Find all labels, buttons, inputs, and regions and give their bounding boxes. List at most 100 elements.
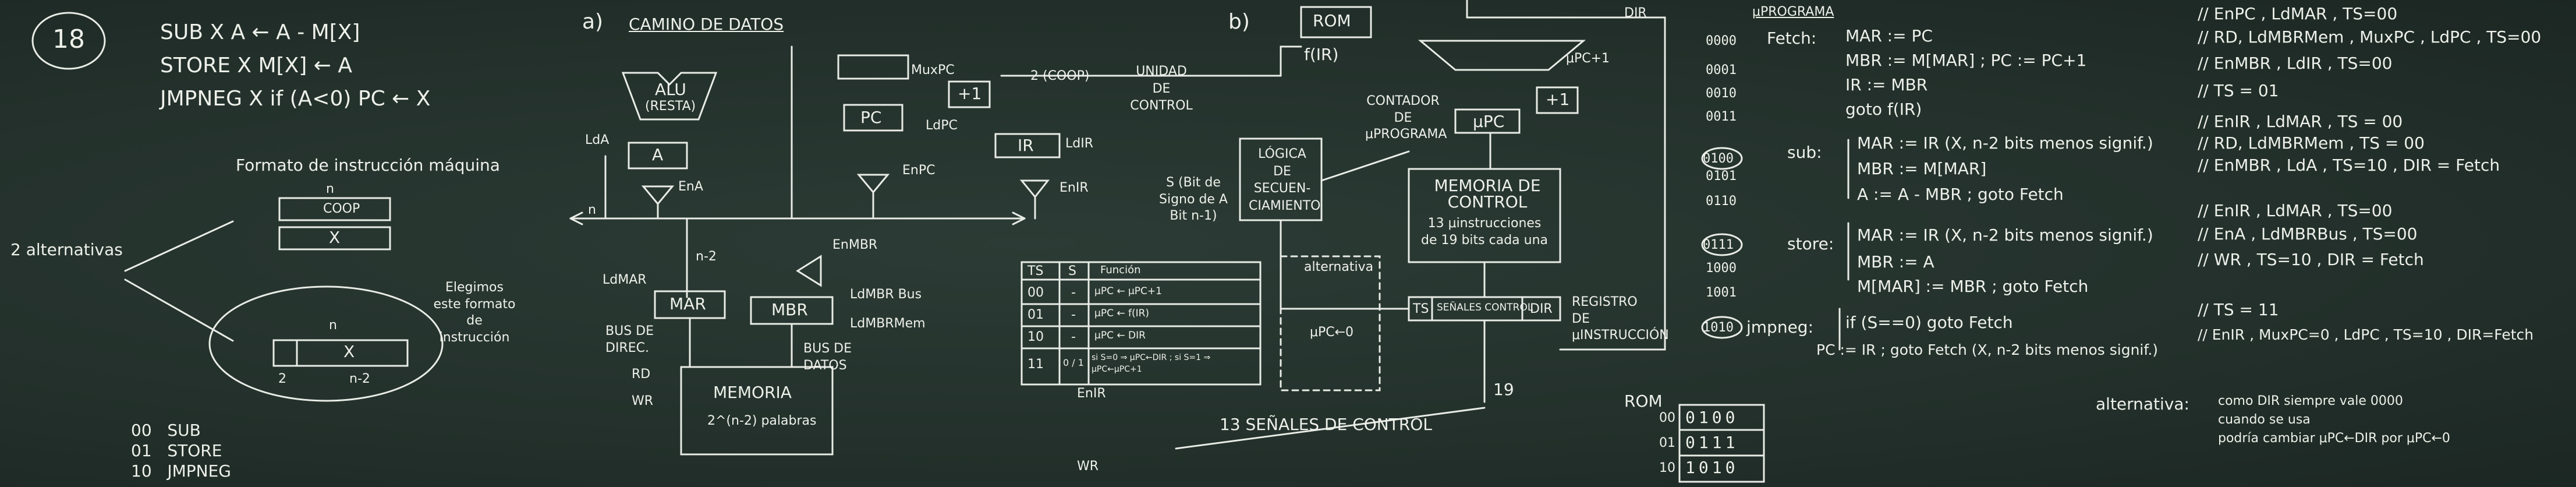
block-jmpneg-label: jmpneg:: [1746, 317, 1814, 337]
adder-pc: [948, 80, 991, 108]
sign-bit-label: S (Bit de Signo de A Bit n-1): [1159, 175, 1228, 224]
rom-addr-2: 10: [1659, 461, 1675, 475]
problem-number: 18: [52, 24, 85, 54]
signal-line-4: // EnIR , LdMAR , TS = 00: [2198, 112, 2403, 131]
sub-line-2: A := A - MBR ; goto Fetch: [1857, 185, 2064, 204]
opcode-2: 10 JMPNEG: [131, 461, 231, 481]
micro-pc: [1454, 108, 1521, 134]
control-memory-label: MEMORIA DE CONTROL: [1434, 176, 1541, 211]
chosen-format-ellipse: [208, 285, 444, 402]
reg-a-label: A: [652, 145, 664, 164]
alternative-arrow-up: [124, 220, 234, 272]
fetch-addr-1: 0001: [1706, 63, 1737, 77]
format-coop-label: COOP: [323, 202, 360, 216]
ts-row-1-s: -: [1071, 308, 1076, 322]
ena-label: EnA: [678, 179, 703, 194]
micro-mux: [1418, 40, 1586, 71]
ts-row-3-s: 0 / 1: [1063, 357, 1084, 368]
fetch-line-2: IR := MBR: [1845, 75, 1928, 94]
alternative-box: [1280, 255, 1381, 391]
fetch-line-3: goto f(IR): [1845, 100, 1922, 119]
micro-pc-plus1-label: μPC+1: [1566, 51, 1610, 66]
memory-block: [680, 366, 834, 456]
bus-n-label: n: [588, 203, 596, 217]
signal-line-2: // EnMBR , LdIR , TS=00: [2198, 54, 2393, 73]
alu-sub-label: (RESTA): [645, 99, 696, 114]
ts-row-0-s: -: [1071, 285, 1076, 300]
signal-line-1: // RD, LdMBRMem , MuxPC , LdPC , TS=00: [2198, 27, 2542, 47]
lda-label: LdA: [585, 133, 610, 147]
ldmar-label: LdMAR: [603, 273, 647, 287]
format-n: n: [326, 182, 334, 196]
format-title: Formato de instrucción máquina: [236, 156, 500, 175]
ts-row-0-ts: 00: [1027, 285, 1044, 300]
adder-label: +1: [958, 84, 982, 103]
control-memory-sub: 13 μinstrucciones de 19 bits cada una: [1420, 216, 1549, 248]
unidad-control-label: UNIDAD DE CONTROL: [1130, 64, 1193, 114]
signal-line-10: // TS = 11: [2198, 300, 2279, 319]
rom-val-1: 0111: [1685, 433, 1739, 452]
chosen-x: X: [343, 342, 355, 361]
ts-row-1-func: μPC ← f(IR): [1094, 308, 1150, 319]
alternative-title: alternativa: [1304, 260, 1374, 274]
bus-dir-label: BUS DE DIREC.: [605, 324, 654, 355]
jmpneg-addr-0: 1010: [1703, 320, 1734, 335]
dir-top-label: DIR: [1624, 6, 1647, 20]
reg-pc: [843, 104, 903, 132]
ldpc-label: LdPC: [926, 118, 958, 133]
footer-line-0: como DIR siempre vale 0000: [2218, 394, 2403, 408]
ts-header-ts: TS: [1027, 264, 1044, 278]
muxpc-label: MuxPC: [911, 63, 955, 77]
footer-line-1: cuando se usa: [2218, 412, 2311, 427]
ts-row-0-func: μPC ← μPC+1: [1094, 285, 1162, 297]
rom-addr-0: 00: [1659, 411, 1675, 425]
format-field-coop: [278, 197, 391, 221]
ldir-label: LdIR: [1065, 136, 1093, 151]
reg-mar-label: MAR: [669, 294, 706, 313]
wr-label: WR: [632, 394, 654, 408]
section-b: b): [1228, 10, 1250, 34]
datapath-title: CAMINO DE DATOS: [629, 15, 784, 34]
instruction-jmpneg: JMPNEG X if (A<0) PC ← X: [160, 87, 431, 111]
instruction-store: STORE X M[X] ← A: [160, 54, 352, 77]
alternative-arrow-down: [124, 278, 234, 342]
sub-line-0: MAR := IR (X, n-2 bits menos signif.): [1857, 133, 2153, 153]
enmbr-label: EnMBR: [832, 238, 878, 252]
control-signals-label: 13 SEÑALES DE CONTROL: [1220, 415, 1432, 434]
chosen-format-note: Elegimos este formato de instrucción: [433, 280, 516, 345]
store-line-2: M[MAR] := MBR ; goto Fetch: [1857, 277, 2089, 296]
ts-row-1-ts: 01: [1027, 308, 1044, 322]
signal-line-8: // EnA , LdMBRBus , TS=00: [2198, 224, 2418, 244]
sub-addr-2: 0110: [1706, 194, 1737, 209]
alu-label: ALU: [655, 80, 686, 99]
ts-row-2-func: μPC ← DIR: [1094, 330, 1146, 341]
opcode-0: 00 SUB: [131, 421, 201, 440]
store-line-0: MAR := IR (X, n-2 bits menos signif.): [1857, 225, 2153, 245]
mux-pc: [837, 54, 909, 80]
rom-table-label: ROM: [1624, 391, 1663, 411]
signal-line-9: // WR , TS=10 , DIR = Fetch: [2198, 250, 2424, 269]
jmpneg-line-1: PC := IR ; goto Fetch (X, n-2 bits menos…: [1816, 341, 2159, 358]
fetch-line-0: MAR := PC: [1845, 26, 1933, 45]
chosen-two: 2: [278, 372, 286, 386]
rom-label: ROM: [1313, 11, 1351, 30]
chosen-format-box: [272, 339, 409, 367]
sequencing-logic-label: LÓGICA DE SECUEN-CIAMIENTO: [1249, 147, 1321, 214]
enpc-label: EnPC: [902, 163, 936, 178]
enpc-buffer: [856, 174, 890, 194]
signal-line-7: // EnIR , LdMAR , TS=00: [2198, 201, 2393, 220]
enir-label: EnIR: [1060, 181, 1089, 195]
signal-line-5: // RD, LdMBRMem , TS = 00: [2198, 133, 2425, 153]
section-a: a): [582, 10, 604, 34]
sub-addr-0: 0100: [1703, 151, 1734, 166]
bus-datos-label: BUS DE DATOS: [803, 341, 852, 373]
signal-line-3: // TS = 01: [2198, 81, 2279, 100]
opcode-1: 01 STORE: [131, 441, 222, 460]
instruction-sub: SUB X A ← A - M[X]: [160, 20, 360, 44]
reg-pc-label: PC: [860, 108, 882, 127]
fetch-line-1: MBR := M[MAR] ; PC := PC+1: [1845, 51, 2087, 70]
signal-line-6: // EnMBR , LdA , TS=10 , DIR = Fetch: [2198, 156, 2500, 175]
signal-line-0: // EnPC , LdMAR , TS=00: [2198, 4, 2398, 23]
ts-header-func: Función: [1100, 264, 1141, 276]
reg-mbr-label: MBR: [771, 300, 808, 319]
